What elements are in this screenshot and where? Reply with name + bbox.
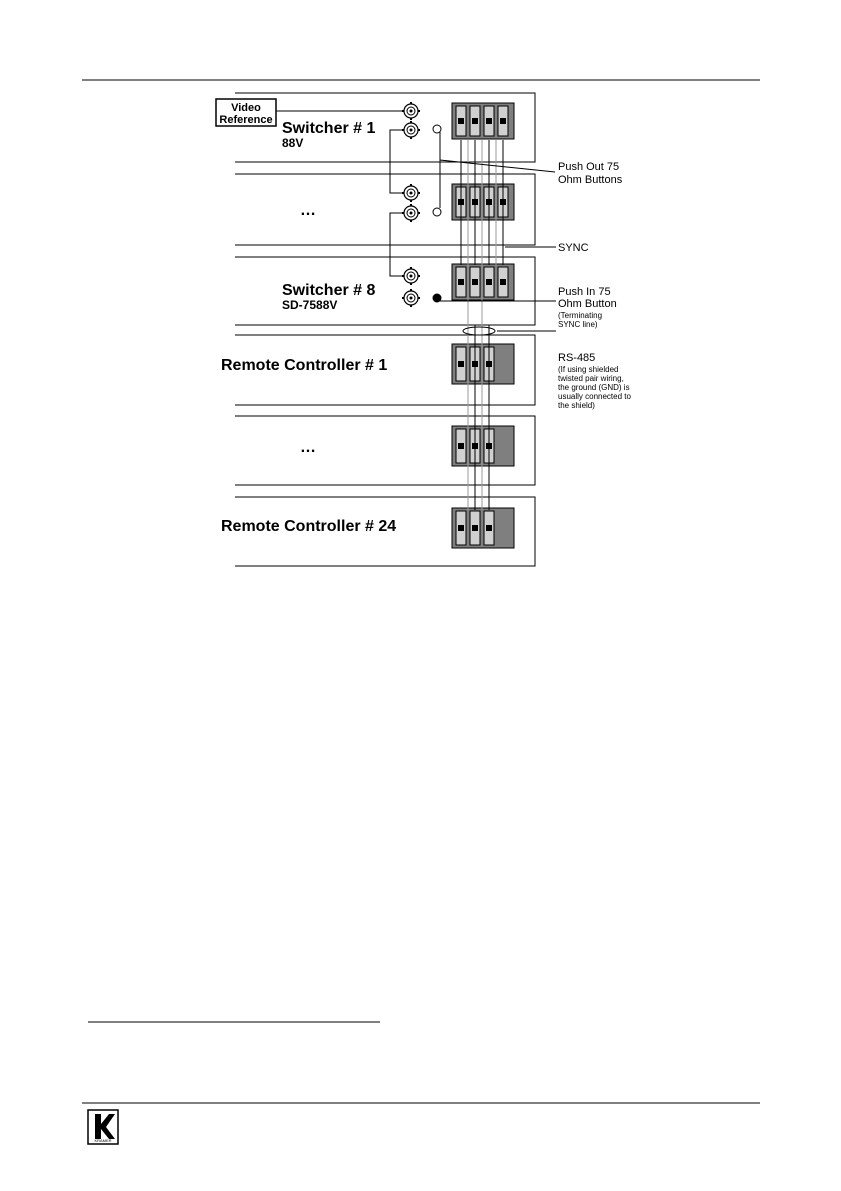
remote-1-title: Remote Controller # 1 bbox=[221, 357, 387, 374]
terminal-block bbox=[452, 344, 514, 384]
kramer-logo-icon: KRAMER bbox=[88, 1110, 118, 1144]
bnc-connector-icon bbox=[402, 102, 420, 120]
switcher-1-model: 88V bbox=[282, 136, 303, 150]
push-in-label-2: Ohm Button bbox=[558, 298, 617, 310]
bnc-connector-icon bbox=[402, 289, 420, 307]
terminal-block bbox=[452, 508, 514, 548]
logo-text: KRAMER bbox=[94, 1138, 111, 1143]
rs485-label: RS-485 bbox=[558, 352, 595, 364]
push-in-label-1: Push In 75 bbox=[558, 286, 611, 298]
push-in-button bbox=[433, 294, 441, 302]
terminal-block bbox=[452, 426, 514, 466]
push-out-button-2 bbox=[433, 208, 441, 216]
video-reference-line-2: Reference bbox=[219, 114, 272, 126]
remote-middle-title: … bbox=[300, 439, 316, 456]
bnc-connector-icon bbox=[402, 267, 420, 285]
rs485-note-1: (If using shielded bbox=[558, 365, 618, 374]
push-in-note-2: SYNC line) bbox=[558, 320, 598, 329]
push-out-label-1: Push Out 75 bbox=[558, 161, 619, 173]
switcher-middle-title: … bbox=[300, 202, 316, 219]
bnc-connector-icon bbox=[402, 204, 420, 222]
push-in-note-1: (Terminating bbox=[558, 311, 602, 320]
rs485-note-5: the shield) bbox=[558, 401, 595, 410]
remote-24-title: Remote Controller # 24 bbox=[221, 518, 396, 535]
bnc-connector-icon bbox=[402, 121, 420, 139]
video-reference-box: Video Reference bbox=[216, 99, 276, 126]
push-out-button-1 bbox=[433, 125, 441, 133]
video-reference-line-1: Video bbox=[231, 102, 261, 114]
rs485-note-3: the ground (GND) is bbox=[558, 383, 630, 392]
switcher-8-model: SD-7588V bbox=[282, 298, 337, 312]
bnc-connector-icon bbox=[402, 184, 420, 202]
sync-label: SYNC bbox=[558, 242, 589, 254]
rs485-note-4: usually connected to bbox=[558, 392, 631, 401]
switcher-8-title: Switcher # 8 bbox=[282, 282, 375, 299]
rs485-note-2: twisted pair wiring, bbox=[558, 374, 624, 383]
terminal-block bbox=[452, 103, 514, 139]
push-out-label-2: Ohm Buttons bbox=[558, 174, 623, 186]
reference-loop-cables bbox=[390, 130, 404, 276]
bnc-connectors bbox=[402, 102, 420, 307]
terminal-block bbox=[452, 264, 514, 300]
switcher-1-title: Switcher # 1 bbox=[282, 120, 375, 137]
